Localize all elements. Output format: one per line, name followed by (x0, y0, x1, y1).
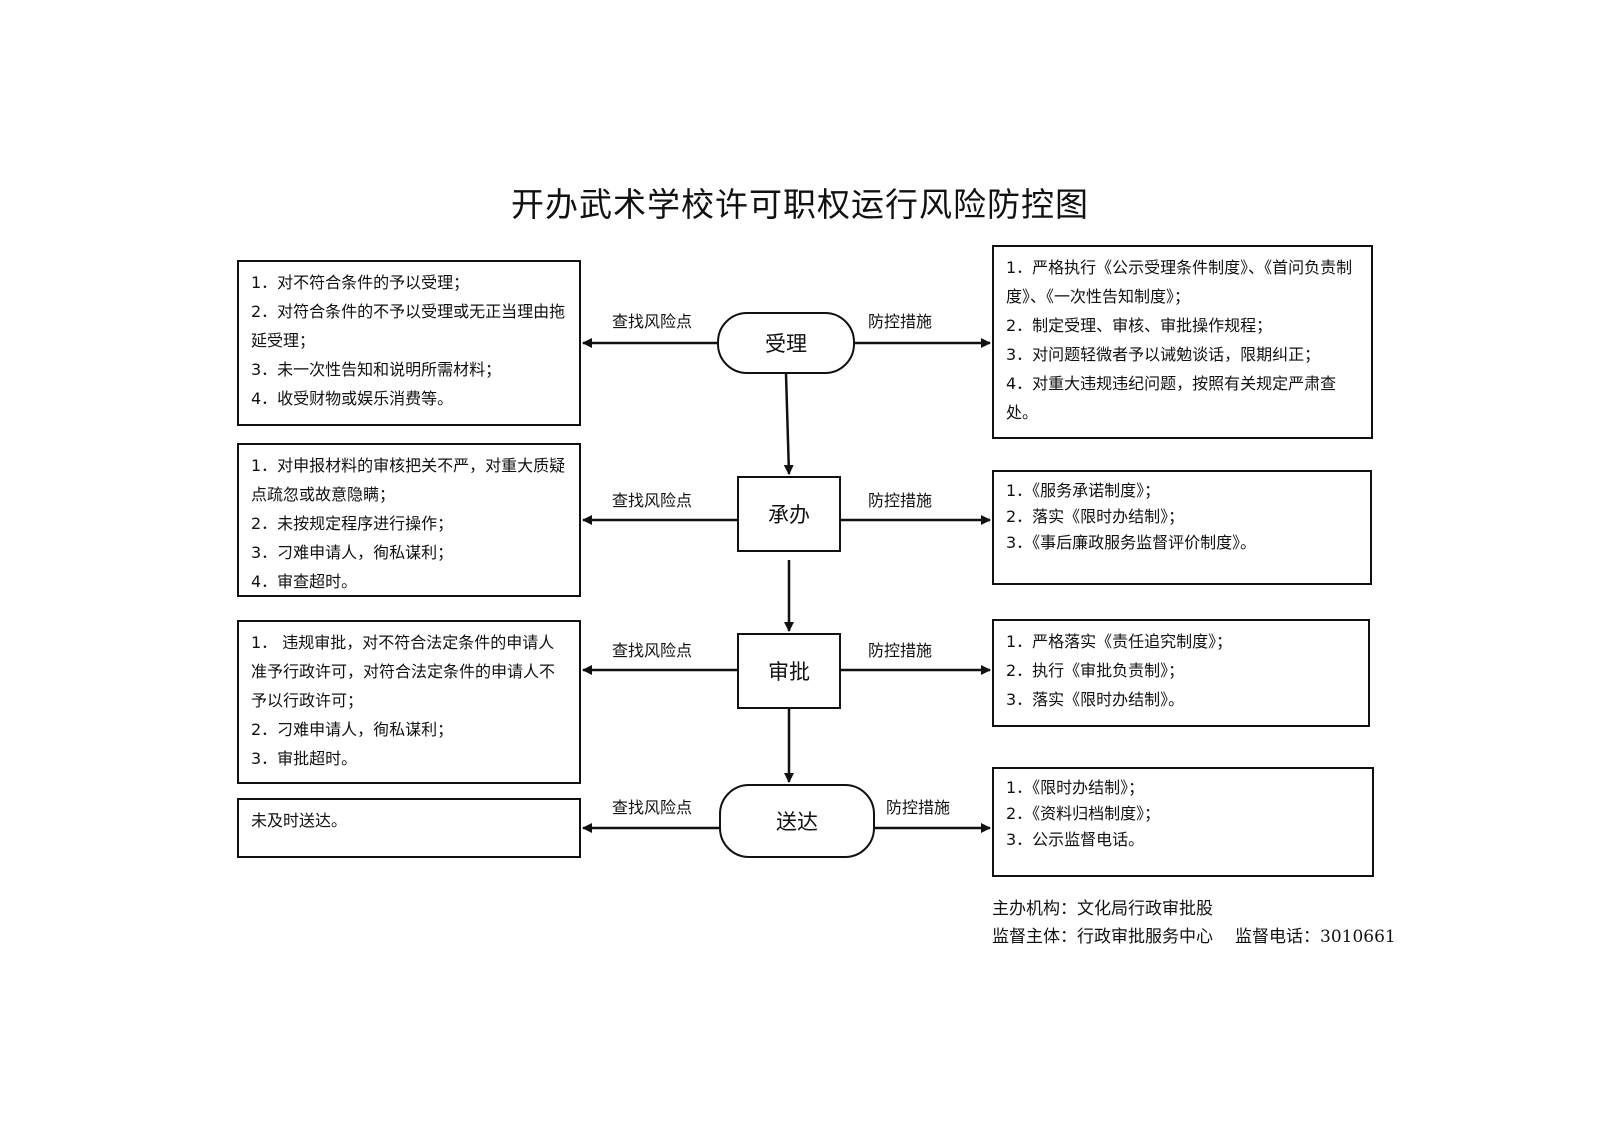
risk-label-承办: 查找风险点 (612, 491, 693, 510)
control-line: 3．落实《限时办结制》。 (1006, 690, 1185, 709)
risk-line: 1．对申报材料的审核把关不严，对重大质疑点疏忽或故意隐瞒； (251, 456, 566, 504)
arrow-flow-1 (783, 373, 794, 475)
step-审批: 审批 (737, 633, 841, 709)
risk-line: 1．对不符合条件的予以受理； (251, 273, 470, 292)
control-line: 2．制定受理、审核、审批操作规程； (1006, 316, 1273, 335)
control-line: 3．公示监督电话。 (1006, 830, 1145, 849)
risk-line: 2．刁难申请人，徇私谋利； (251, 720, 454, 739)
risk-line: 1． 违规审批，对不符合法定条件的申请人准予行政许可，对符合法定条件的申请人不予… (251, 633, 556, 710)
risk-line: 3．未一次性告知和说明所需材料； (251, 360, 502, 379)
control-label-送达: 防控措施 (886, 798, 951, 817)
risk-line: 3．刁难申请人，徇私谋利； (251, 543, 454, 562)
risk-label-送达: 查找风险点 (612, 798, 693, 817)
risk-line: 3．审批超时。 (251, 749, 358, 768)
risk-line: 2．未按规定程序进行操作； (251, 514, 454, 533)
control-label-审批: 防控措施 (868, 641, 933, 660)
step-承办: 承办 (737, 476, 841, 552)
risk-box-承办: 1．对申报材料的审核把关不严，对重大质疑点疏忽或故意隐瞒； 2．未按规定程序进行… (237, 443, 581, 597)
footer-supervisor: 监督主体：行政审批服务中心 (992, 927, 1213, 947)
control-line: 1．严格执行《公示受理条件制度》、《首问负责制度》、《一次性告知制度》； (1006, 258, 1353, 306)
page-title: 开办武术学校许可职权运行风险防控图 (511, 185, 1089, 224)
risk-line: 未及时送达。 (251, 811, 348, 830)
control-label-受理: 防控措施 (868, 312, 933, 331)
control-line: 4．对重大违规违纪问题，按照有关规定严肃查处。 (1006, 374, 1337, 422)
risk-line: 4．收受财物或娱乐消费等。 (251, 389, 454, 408)
control-line: 1．《服务承诺制度》； (1006, 481, 1161, 500)
risk-box-送达: 未及时送达。 (237, 798, 581, 858)
control-box-送达: 1．《限时办结制》； 2．《资料归档制度》； 3．公示监督电话。 (992, 767, 1374, 877)
control-line: 1．《限时办结制》； (1006, 778, 1145, 797)
risk-box-审批: 1． 违规审批，对不符合法定条件的申请人准予行政许可，对符合法定条件的申请人不予… (237, 620, 581, 784)
risk-line: 4．审查超时。 (251, 572, 358, 591)
step-送达: 送达 (719, 784, 875, 858)
control-line: 2．执行《审批负责制》； (1006, 661, 1185, 680)
footer-supervision: 监督主体：行政审批服务中心 监督电话：3010661 (992, 922, 1418, 947)
risk-label-受理: 查找风险点 (612, 312, 693, 331)
control-line: 3．《事后廉政服务监督评价制度》。 (1006, 533, 1257, 552)
step-受理: 受理 (717, 312, 855, 374)
control-line: 1．严格落实《责任追究制度》； (1006, 632, 1233, 651)
control-label-承办: 防控措施 (868, 491, 933, 510)
control-line: 2．《资料归档制度》； (1006, 804, 1161, 823)
footer-organizer: 主办机构：文化局行政审批股 (992, 899, 1213, 919)
risk-line: 2．对符合条件的不予以受理或无正当理由拖延受理； (251, 302, 566, 350)
control-line: 2．落实《限时办结制》； (1006, 507, 1185, 526)
control-box-受理: 1．严格执行《公示受理条件制度》、《首问负责制度》、《一次性告知制度》； 2．制… (992, 245, 1373, 439)
control-box-承办: 1．《服务承诺制度》； 2．落实《限时办结制》； 3．《事后廉政服务监督评价制度… (992, 470, 1372, 585)
risk-box-受理: 1．对不符合条件的予以受理； 2．对符合条件的不予以受理或无正当理由拖延受理； … (237, 260, 581, 426)
control-box-审批: 1．严格落实《责任追究制度》； 2．执行《审批负责制》； 3．落实《限时办结制》… (992, 619, 1370, 727)
footer-phone: 监督电话：3010661 (1235, 927, 1396, 947)
risk-label-审批: 查找风险点 (612, 641, 693, 660)
control-line: 3．对问题轻微者予以诫勉谈话，限期纠正； (1006, 345, 1321, 364)
